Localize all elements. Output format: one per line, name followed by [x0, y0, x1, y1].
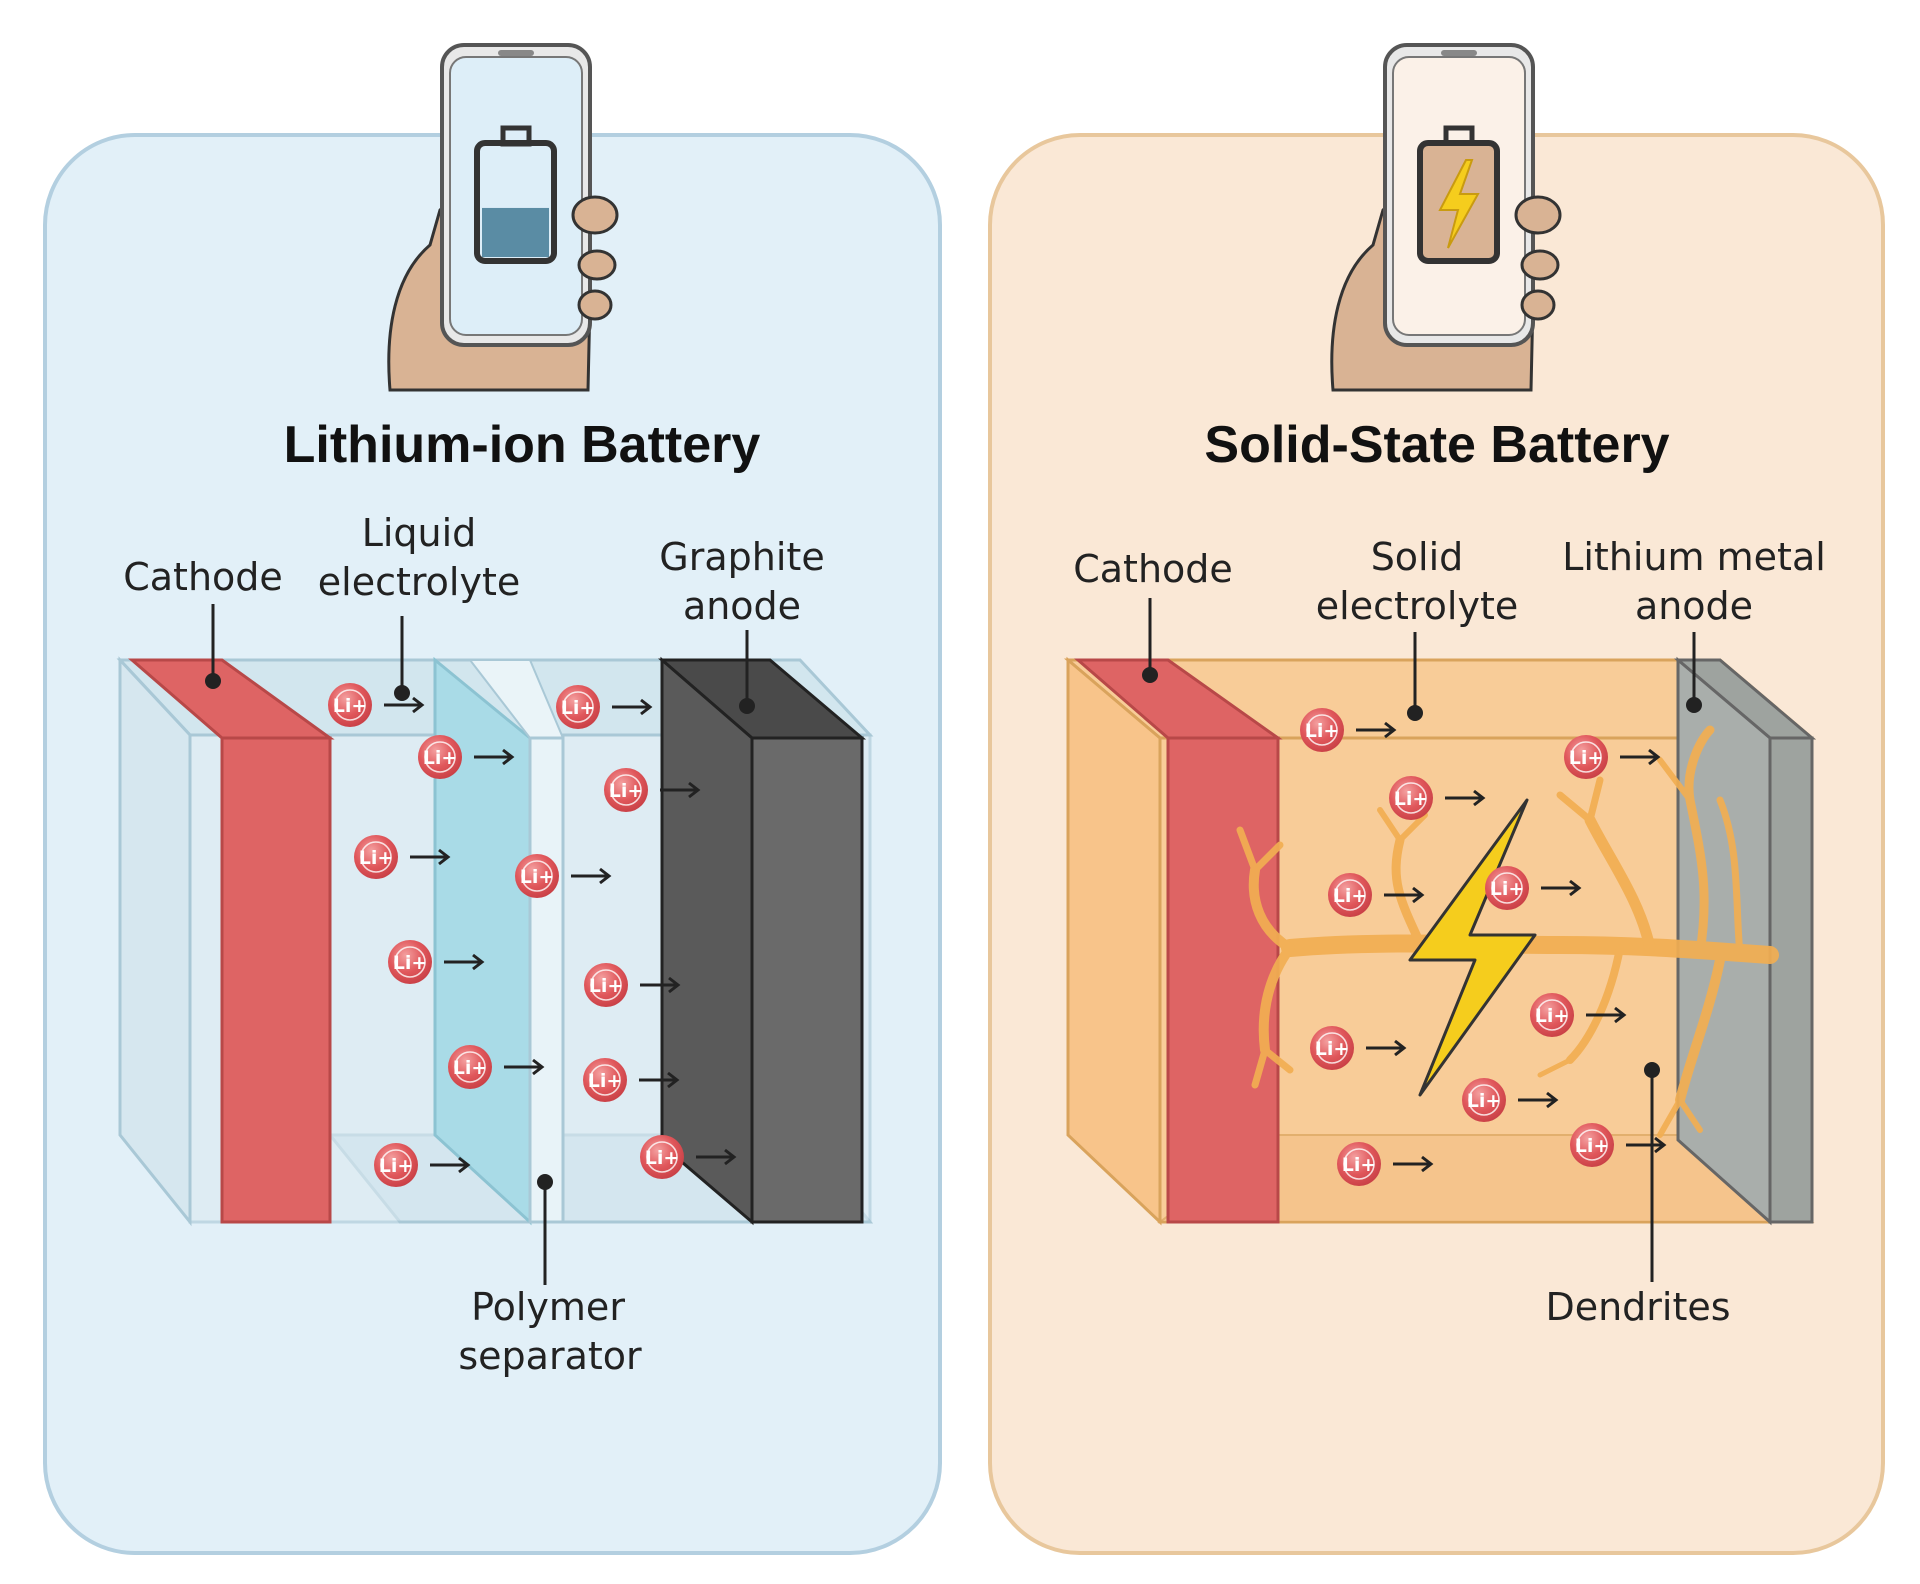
lithium-ion-icon: Li+ [373, 1142, 419, 1188]
lithium-ion-icon: Li+ [1484, 865, 1530, 911]
liion-panel: Lithium-ion Battery Cathode Liquid elect… [43, 43, 942, 1555]
liion-ion-group: Li+ Li+ Li+ Li+ Li+ Li+ Li+ Li+ Li+ Li+ Li+ Li+ [327, 682, 737, 1188]
solid-dendrites [1236, 725, 1779, 1138]
ion-label: Li+ [1305, 720, 1340, 742]
solid-panel: Solid-State Battery Cathode Solid electr… [988, 43, 1885, 1555]
solid-ion-group: Li+ Li+ Li+ Li+ Li+ Li+ Li+ Li+ Li+ Li+ [1299, 707, 1667, 1187]
liion-separator-label-line1: Polymer [471, 1285, 625, 1329]
ion-direction-arrow [696, 1148, 737, 1166]
ion-direction-arrow [639, 1071, 680, 1089]
liion-anode-label-line1: Graphite [659, 535, 824, 579]
ion-label: Li+ [423, 747, 458, 769]
solid-anode-label-line1: Lithium metal [1562, 535, 1826, 579]
ion-label: Li+ [1575, 1135, 1610, 1157]
phone-charging-battery-icon [1330, 43, 1562, 392]
ion-direction-arrow [1366, 1039, 1407, 1057]
ion-label: Li+ [520, 866, 555, 888]
ion-direction-arrow [1626, 1136, 1667, 1154]
lithium-ion-icon: Li+ [1569, 1122, 1615, 1168]
ion-direction-arrow [430, 1156, 471, 1174]
lithium-ion-icon: Li+ [603, 767, 649, 813]
ion-direction-arrow [1620, 748, 1661, 766]
ion-direction-arrow [640, 976, 681, 994]
liion-electrolyte-label-line2: electrolyte [318, 560, 520, 604]
ion-label: Li+ [1535, 1005, 1570, 1027]
liion-anode-label-line2: anode [683, 584, 801, 628]
ion-label: Li+ [645, 1147, 680, 1169]
battery-level-fill [482, 207, 549, 257]
solid-cathode-label: Cathode [1073, 547, 1233, 591]
solid-cell [1063, 656, 1817, 1226]
lithium-ion-icon: Li+ [1327, 872, 1373, 918]
solid-electrolyte-label-line1: Solid [1371, 535, 1464, 579]
ion-label: Li+ [588, 1070, 623, 1092]
lithium-ion-icon: Li+ [583, 962, 629, 1008]
liion-cathode-label: Cathode [123, 555, 283, 599]
lithium-ion-icon: Li+ [327, 682, 373, 728]
liion-title: Lithium-ion Battery [284, 416, 761, 474]
ion-label: Li+ [333, 695, 368, 717]
lithium-ion-icon: Li+ [387, 939, 433, 985]
ion-label: Li+ [1333, 885, 1368, 907]
ion-label: Li+ [609, 780, 644, 802]
lithium-ion-icon: Li+ [417, 734, 463, 780]
ion-direction-arrow [504, 1058, 545, 1076]
lithium-ion-icon: Li+ [353, 834, 399, 880]
ion-direction-arrow [474, 748, 515, 766]
solid-dendrites-label: Dendrites [1545, 1285, 1730, 1329]
lightning-bolt-icon [1408, 798, 1537, 1097]
ion-direction-arrow [410, 848, 451, 866]
ion-label: Li+ [1569, 747, 1604, 769]
ion-label: Li+ [561, 697, 596, 719]
ion-label: Li+ [589, 975, 624, 997]
ion-direction-arrow [1393, 1155, 1434, 1173]
lithium-ion-icon: Li+ [1336, 1141, 1382, 1187]
lithium-ion-icon: Li+ [555, 684, 601, 730]
liion-cell [116, 656, 874, 1227]
ion-label: Li+ [1394, 788, 1429, 810]
ion-label: Li+ [1467, 1090, 1502, 1112]
lightning-bolt-icon [1438, 159, 1480, 249]
ion-direction-arrow [1586, 1006, 1627, 1024]
battery-outline [474, 140, 557, 264]
ion-direction-arrow [444, 953, 485, 971]
lithium-ion-icon: Li+ [1461, 1077, 1507, 1123]
liion-electrolyte-label-line1: Liquid [362, 511, 477, 555]
lithium-ion-icon: Li+ [639, 1134, 685, 1180]
ion-label: Li+ [453, 1057, 488, 1079]
ion-direction-arrow [1384, 886, 1425, 904]
ion-direction-arrow [612, 698, 653, 716]
lithium-ion-icon: Li+ [1309, 1025, 1355, 1071]
ion-direction-arrow [384, 696, 425, 714]
solid-electrolyte-label-line2: electrolyte [1316, 584, 1518, 628]
solid-title: Solid-State Battery [1204, 416, 1669, 474]
lithium-ion-icon: Li+ [1529, 992, 1575, 1038]
ion-direction-arrow [1541, 879, 1582, 897]
solid-anode-label-line2: anode [1635, 584, 1753, 628]
ion-label: Li+ [1315, 1038, 1350, 1060]
lithium-ion-icon: Li+ [582, 1057, 628, 1103]
lithium-ion-icon: Li+ [447, 1044, 493, 1090]
liion-separator-label-line2: separator [458, 1334, 642, 1378]
lithium-ion-icon: Li+ [1563, 734, 1609, 780]
ion-label: Li+ [1342, 1154, 1377, 1176]
ion-direction-arrow [1518, 1091, 1559, 1109]
ion-label: Li+ [379, 1155, 414, 1177]
lithium-ion-icon: Li+ [1388, 775, 1434, 821]
ion-label: Li+ [359, 847, 394, 869]
phone-low-battery-icon [387, 43, 619, 392]
ion-direction-arrow [571, 867, 612, 885]
ion-label: Li+ [1490, 878, 1525, 900]
ion-direction-arrow [1356, 721, 1397, 739]
ion-label: Li+ [393, 952, 428, 974]
lithium-ion-icon: Li+ [514, 853, 560, 899]
ion-direction-arrow [660, 781, 701, 799]
ion-direction-arrow [1445, 789, 1486, 807]
lithium-ion-icon: Li+ [1299, 707, 1345, 753]
